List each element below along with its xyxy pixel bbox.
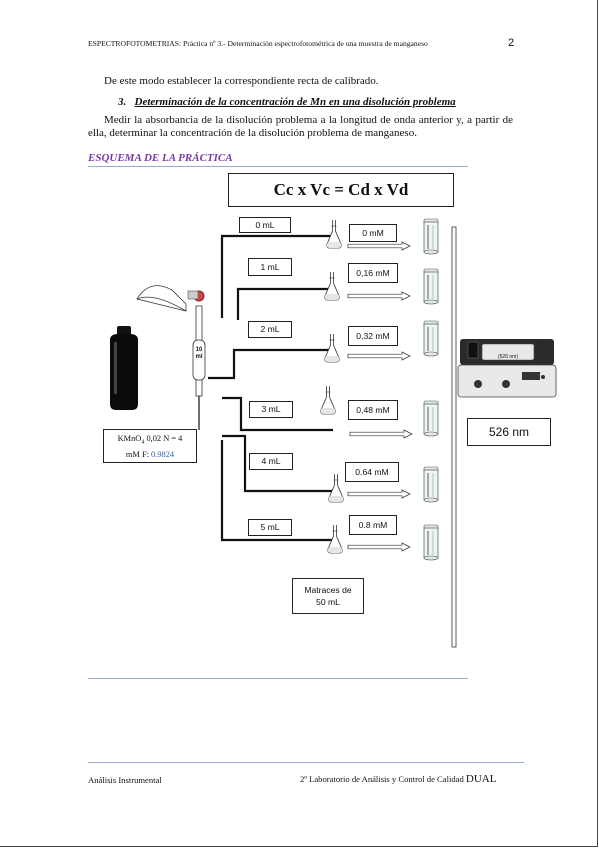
concentration-label: 0 mM bbox=[349, 224, 397, 242]
concentration-label: 0.8 mM bbox=[349, 515, 397, 535]
footer-right: 2º Laboratorio de Análisis y Control de … bbox=[300, 773, 497, 785]
section-number: 3. bbox=[118, 96, 127, 108]
footer-rule bbox=[88, 762, 524, 763]
volume-label: 3 mL bbox=[249, 401, 293, 418]
volume-label: 0 mL bbox=[239, 217, 291, 233]
concentration-label: 0,48 mM bbox=[348, 400, 398, 420]
footer-left: Análisis Instrumental bbox=[88, 775, 162, 785]
section-end-rule bbox=[88, 678, 468, 679]
spectrophotometer-icon bbox=[457, 339, 557, 398]
section-title: Determinación de la concentración de Mn … bbox=[134, 96, 456, 108]
dilution-equation: Cc x Vc = Cd x Vd bbox=[228, 173, 454, 207]
spectro-display: (526 nm) bbox=[497, 354, 518, 360]
reagent-label: KMnO4 0,02 N = 4 mM F: 0.9824 bbox=[103, 429, 197, 463]
volume-label: 5 mL bbox=[248, 519, 292, 536]
volume-label: 4 mL bbox=[249, 453, 293, 470]
volume-label: 1 mL bbox=[248, 258, 292, 276]
concentration-label: 0,32 mM bbox=[348, 326, 398, 346]
section-heading: 3. Determinación de la concentración de … bbox=[118, 96, 456, 108]
body-paragraph: Medir la absorbancia de la disolución pr… bbox=[88, 114, 513, 139]
correction-factor: 0.9824 bbox=[151, 449, 175, 459]
scheme-heading: ESQUEMA DE LA PRÁCTICA bbox=[88, 152, 233, 164]
arrow-icons bbox=[347, 241, 413, 552]
burette-icon bbox=[136, 285, 206, 430]
cuvette-icons bbox=[423, 218, 439, 561]
concentration-label: 0,16 mM bbox=[348, 263, 398, 283]
volumetric-flask-icons bbox=[320, 219, 344, 554]
reagent-bottle-icon bbox=[110, 326, 138, 410]
wavelength-label: 526 nm bbox=[467, 418, 551, 446]
concentration-label: 0.64 mM bbox=[345, 462, 399, 482]
flasks-note: Matraces de 50 mL bbox=[292, 578, 364, 614]
footer-brand: DUAL bbox=[465, 773, 497, 785]
intro-line: De este modo establecer la correspondien… bbox=[104, 75, 379, 87]
running-header: ESPECTROFOTOMETRIAS: Práctica nº 3.- Det… bbox=[88, 39, 428, 48]
volume-label: 2 mL bbox=[248, 321, 292, 338]
burette-scale-label: 10 ml bbox=[195, 347, 203, 360]
page-number: 2 bbox=[508, 37, 515, 49]
heading-rule bbox=[88, 166, 468, 167]
